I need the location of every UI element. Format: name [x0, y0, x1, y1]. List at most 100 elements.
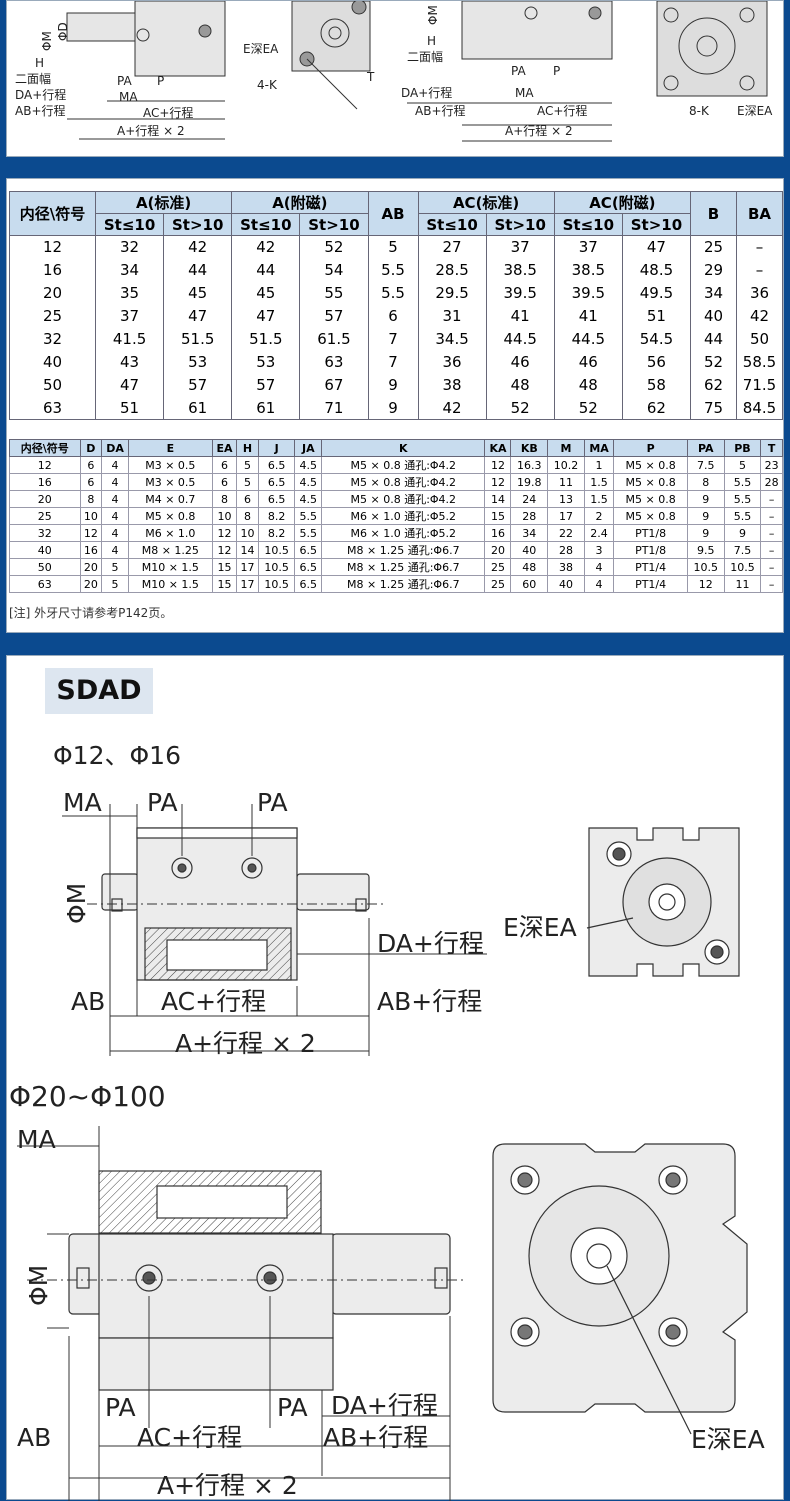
table-cell: 6 [211, 456, 238, 474]
label-p: P [157, 74, 164, 88]
label-phid: ΦD [56, 22, 70, 41]
table-cell: 6 [79, 473, 103, 491]
table-cell: 48 [553, 373, 623, 397]
table-cell: 42 [163, 235, 233, 259]
table-cell: 38.5 [553, 258, 623, 282]
table-cell: – [760, 507, 783, 525]
table-cell: M4 × 0.7 [127, 490, 213, 508]
table-cell: 7.5 [723, 541, 762, 559]
table-cell: 9 [367, 396, 419, 420]
label-8k: 8-K [689, 104, 710, 118]
table-cell: 6.5 [257, 456, 296, 474]
table-cell: 54.5 [621, 327, 692, 351]
label-h2: H [427, 34, 436, 48]
table-cell: 5.5 [723, 507, 762, 525]
table-cell: 3 [583, 541, 615, 559]
table-cell: 4 [101, 490, 129, 508]
table-cell: 57 [299, 304, 369, 328]
table-cell: 5 [101, 575, 129, 593]
table-cell: 10 [211, 507, 238, 525]
table-cell: 4 [101, 507, 129, 525]
table-cell: 8.2 [257, 524, 296, 542]
table-header: PA [686, 439, 725, 457]
table-cell: 37 [94, 304, 165, 328]
table-cell: 6 [367, 304, 419, 328]
table-cell: 1 [583, 456, 615, 474]
table-cell: 1.5 [583, 490, 615, 508]
table-cell: 61 [163, 396, 233, 420]
table-cell: 42 [736, 304, 783, 328]
table-cell: 20 [9, 490, 81, 508]
table-cell: 16 [484, 524, 512, 542]
table-cell: 5 [101, 558, 129, 576]
table-cell: 7 [367, 350, 419, 374]
model-title: SDAD [45, 668, 153, 714]
table-cell: 5.5 [367, 281, 419, 305]
table-cell: – [736, 258, 783, 282]
label-t: T [366, 70, 375, 84]
label-ac2: AC+行程 [537, 103, 587, 118]
table-cell: M5 × 0.8 [613, 507, 688, 525]
table-cell: 53 [163, 350, 233, 374]
table-cell: – [760, 541, 783, 559]
col-ac-mag: AC(附磁) [553, 191, 692, 214]
top-drawings: H 二面幅 DA+行程 AB+行程 A+行程 × 2 PA P MA AC+行程… [15, 0, 773, 142]
label-phim-large: ΦM [24, 1265, 53, 1306]
table-cell: 34.5 [417, 327, 487, 351]
table-cell: 6 [79, 456, 103, 474]
label-flat: 二面幅 [15, 71, 51, 86]
table-cell: M5 × 0.8 [613, 490, 688, 508]
table-cell: 25 [690, 235, 737, 259]
table-cell: 71 [299, 396, 369, 420]
label-a-large: A+行程 × 2 [157, 1471, 298, 1500]
table-cell: 9 [686, 507, 725, 525]
bore-range-large: Φ20~Φ100 [9, 1080, 166, 1113]
table-header: H [236, 439, 259, 457]
table-cell: 40 [9, 541, 81, 559]
label-a: A+行程 × 2 [117, 123, 185, 138]
table-cell: 36 [417, 350, 487, 374]
st-gt10: St>10 [621, 213, 692, 236]
label-pa: PA [117, 74, 132, 88]
table-cell: 51 [621, 304, 692, 328]
table-cell: 38.5 [485, 258, 555, 282]
table-header: KB [510, 439, 549, 457]
table-cell: 6 [236, 490, 259, 508]
col-ab: AB [367, 191, 419, 236]
table-cell: 5 [236, 473, 259, 491]
table-cell: 12 [79, 524, 103, 542]
table-cell: 10 [79, 507, 103, 525]
table-cell: 57 [163, 373, 233, 397]
label-ma: MA [119, 90, 138, 104]
table-cell: 63 [299, 350, 369, 374]
table-cell: M5 × 0.8 通孔:Φ4.2 [321, 456, 486, 474]
table-cell: M6 × 1.0 通孔:Φ5.2 [321, 524, 486, 542]
table-cell: 50 [736, 327, 783, 351]
table-cell: 15 [211, 575, 238, 593]
table-cell: 17 [547, 507, 585, 525]
table-cell: 44 [231, 258, 301, 282]
table-cell: 12 [211, 541, 238, 559]
table-cell: M8 × 1.25 通孔:Φ6.7 [321, 558, 486, 576]
table-cell: 25 [9, 304, 96, 328]
table-cell: 71.5 [736, 373, 783, 397]
col-ac-std: AC(标准) [417, 191, 555, 214]
label-a2: A+行程 × 2 [505, 123, 573, 138]
table-cell: 39.5 [485, 281, 555, 305]
table-cell: 42 [231, 235, 301, 259]
st-gt10: St>10 [163, 213, 233, 236]
table-cell: M10 × 1.5 [127, 575, 213, 593]
table-cell: 16 [79, 541, 103, 559]
table-cell: 20 [79, 575, 103, 593]
table-cell: 28 [547, 541, 585, 559]
table-cell: 7 [367, 327, 419, 351]
table-cell: 6 [211, 473, 238, 491]
table-cell: 37 [553, 235, 623, 259]
table-cell: M5 × 0.8 通孔:Φ4.2 [321, 473, 486, 491]
table-cell: 45 [231, 281, 301, 305]
